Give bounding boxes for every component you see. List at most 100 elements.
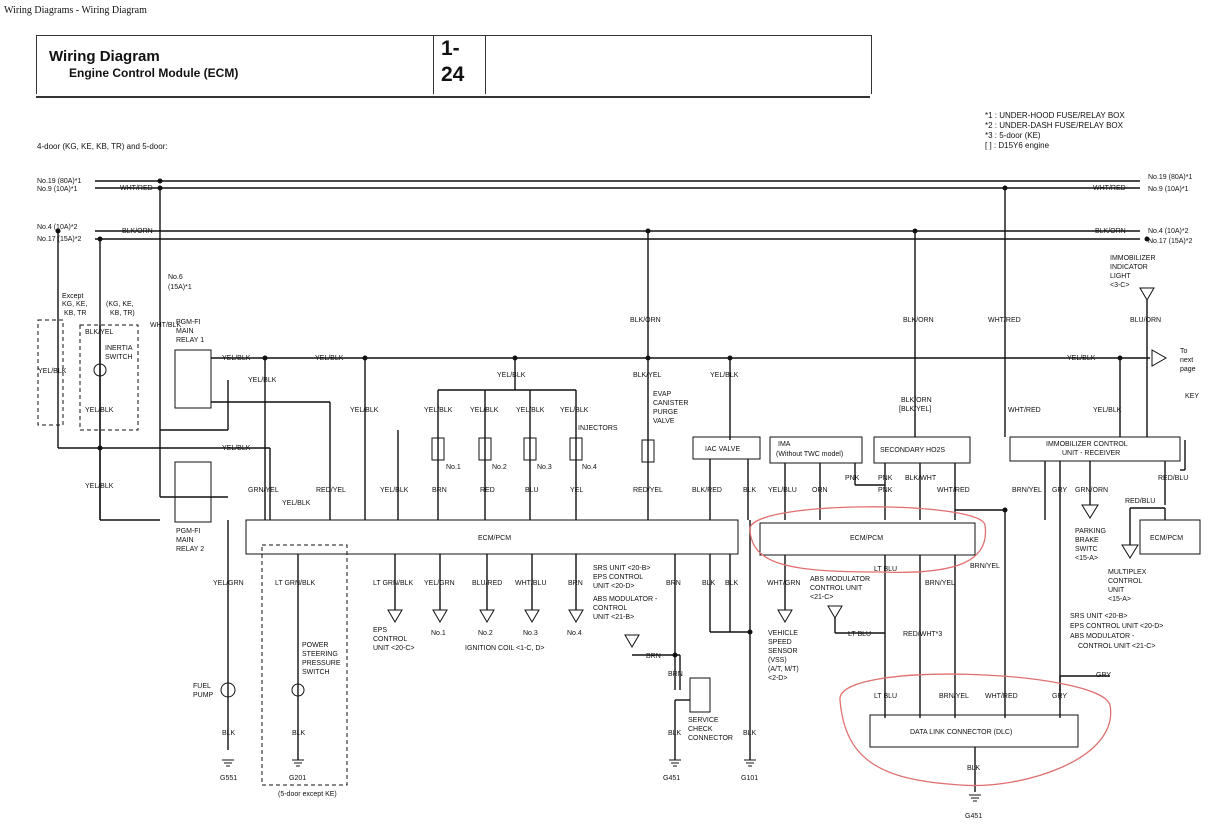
label: VEHICLE <box>768 630 798 637</box>
wire-label: BLU/RED <box>472 580 502 587</box>
wire-label: GRY <box>1052 487 1067 494</box>
ground-label: G101 <box>741 775 758 782</box>
wire-label: YEL/BLK <box>560 407 589 414</box>
wire-label: YEL/BLK <box>424 407 453 414</box>
label: INJECTORS <box>578 425 618 432</box>
ground-label: G451 <box>965 813 982 820</box>
label: SRS UNIT <20-B> <box>593 565 650 572</box>
label: No.3 <box>523 630 538 637</box>
wire-label: BLK <box>292 730 306 737</box>
header-rule <box>36 96 870 98</box>
wire-label: BRN/YEL <box>939 693 969 700</box>
label: CONNECTOR <box>688 735 733 742</box>
label: SWITC <box>1075 546 1098 553</box>
fuse-label: (15A)*1 <box>168 284 192 291</box>
label: ABS MODULATOR - <box>1070 633 1135 640</box>
wire-label: BRN/YEL <box>970 563 1000 570</box>
label: CONTROL <box>373 636 407 643</box>
wire-label: WHT/BLU <box>515 580 547 587</box>
variant-label: 4-door (KG, KE, KB, TR) and 5-door: <box>37 142 168 151</box>
wire-label: WHT/RED <box>985 693 1018 700</box>
wire-label: WHT/RED <box>120 185 153 192</box>
wire-label: BLK <box>743 487 757 494</box>
wire-label: RED/BLU <box>1158 475 1188 482</box>
label: SPEED <box>768 639 792 646</box>
label: SRS UNIT <20-B> <box>1070 613 1127 620</box>
label: MULTIPLEX <box>1108 569 1147 576</box>
label: CHECK <box>688 726 713 733</box>
label: KEY <box>1185 393 1199 400</box>
wire-label: YEL <box>570 487 583 494</box>
highlight-ecm <box>749 506 987 574</box>
label: (Without TWC model) <box>776 451 843 458</box>
wire-label: YEL/BLK <box>38 368 67 375</box>
label: UNIT <20-D> <box>593 583 635 590</box>
wire-label: BLK/YEL <box>633 372 662 379</box>
breadcrumb: Wiring Diagrams - Wiring Diagram <box>4 5 147 16</box>
header-divider <box>485 36 486 94</box>
page-number-top: 1- <box>441 37 460 60</box>
wire-label: YEL/BLK <box>1093 407 1122 414</box>
label: No.1 <box>431 630 446 637</box>
label: KB, TR) <box>110 310 135 317</box>
wire-label: BLK/RED <box>692 487 722 494</box>
label: UNIT <21-B> <box>593 614 634 621</box>
wire-label: BLK <box>668 730 682 737</box>
fuse-label: No.19 (80A)*1 <box>1148 174 1192 181</box>
wire-label: PNK <box>878 487 893 494</box>
wire-label: BLK/ORN <box>630 317 661 324</box>
label: SWITCH <box>302 669 330 676</box>
fuse-label: No.17 (15A)*2 <box>37 236 81 243</box>
wire-label: GRY <box>1096 672 1111 679</box>
label: SERVICE <box>688 717 719 724</box>
label: POWER <box>302 642 328 649</box>
wire-label: WHT/RED <box>937 487 970 494</box>
wire-label: YEL/BLK <box>315 355 344 362</box>
label: MAIN <box>176 328 194 335</box>
wire-label: YEL/BLK <box>380 487 409 494</box>
wire-label: YEL/BLU <box>768 487 797 494</box>
wire-label: YEL/GRN <box>213 580 244 587</box>
label: SENSOR <box>768 648 798 655</box>
wire-label: YEL/BLK <box>222 355 251 362</box>
wire-label: BLK <box>222 730 236 737</box>
page-header: Wiring Diagram Engine Control Module (EC… <box>36 35 872 94</box>
label: CONTROL UNIT <box>810 585 863 592</box>
wire-label: GRN/ORN <box>1075 487 1108 494</box>
label: IMMOBILIZER CONTROL <box>1046 441 1128 448</box>
ecm-label: ECM/PCM <box>1150 535 1183 542</box>
wire-label: YEL/GRN <box>424 580 455 587</box>
wire-label: BLU/ORN <box>1130 317 1161 324</box>
wire-label: WHT/RED <box>988 317 1021 324</box>
label: RELAY 2 <box>176 546 204 553</box>
wire-label: RED/BLU <box>1125 498 1155 505</box>
label: KG, KE, <box>62 301 87 308</box>
wire-label: BRN <box>568 580 583 587</box>
label: KB, TR <box>64 310 86 317</box>
label: No.3 <box>537 464 552 471</box>
note-2: *2 : UNDER-DASH FUSE/RELAY BOX <box>985 121 1124 130</box>
label: Except <box>62 293 83 300</box>
page-number-bottom: 24 <box>441 63 465 86</box>
label: ABS MODULATOR <box>810 576 870 583</box>
label: To <box>1180 348 1188 355</box>
wire-label: WHT/RED <box>1093 185 1126 192</box>
wire-label: YEL/BLK <box>710 372 739 379</box>
label: No.2 <box>478 630 493 637</box>
label: <21-C> <box>810 594 833 601</box>
wire-label: WHT/GRN <box>767 580 800 587</box>
ecm-label: ECM/PCM <box>850 535 883 542</box>
wire-label: LT BLU <box>848 631 871 638</box>
wire-label: YEL/BLK <box>350 407 379 414</box>
ground-label: G201 <box>289 775 306 782</box>
label: <3-C> <box>1110 282 1129 289</box>
wire-label: PNK <box>845 475 860 482</box>
label: CANISTER <box>653 400 688 407</box>
label: MAIN <box>176 537 194 544</box>
wire-label: YEL/BLK <box>516 407 545 414</box>
wire-label: YEL/BLK <box>497 372 526 379</box>
label: No.1 <box>446 464 461 471</box>
fuse-label: No.9 (10A)*1 <box>1148 186 1189 193</box>
label: IMMOBILIZER <box>1110 255 1156 262</box>
note-1: *1 : UNDER-HOOD FUSE/RELAY BOX <box>985 111 1125 120</box>
